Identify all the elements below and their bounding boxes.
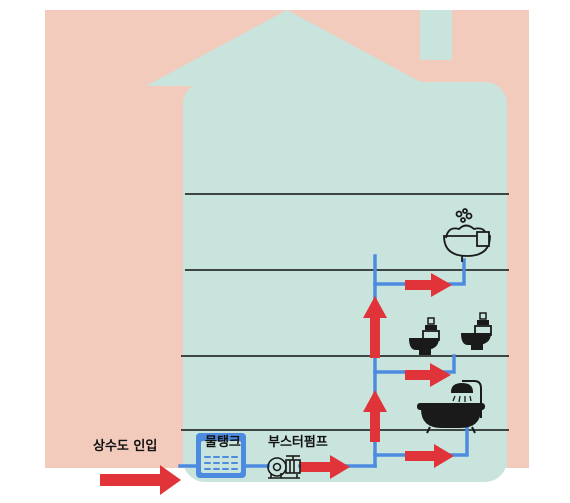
pipe-branch-2f — [373, 354, 456, 374]
water-tank-icon — [196, 433, 246, 478]
arrow-branch-1f — [405, 444, 454, 468]
toilet-icon — [409, 317, 440, 355]
label-booster-pump: 부스터펌프 — [268, 434, 328, 450]
flow-arrows — [100, 273, 454, 495]
house-body — [183, 82, 507, 482]
arrow-up-lower — [363, 390, 387, 442]
house-roof — [146, 10, 428, 86]
arrow-branch-2f — [405, 363, 451, 387]
sink-icon — [443, 208, 491, 262]
arrow-up-upper — [363, 296, 387, 358]
toilet-icon — [461, 312, 492, 350]
arrow-inlet — [100, 465, 181, 495]
label-water-tank: 물탱크 — [205, 434, 241, 450]
arrow-branch-3f — [405, 273, 452, 297]
arrow-pump-out — [300, 455, 350, 479]
house-chimney — [420, 10, 452, 60]
label-water-inlet: 상수도 인입 — [93, 438, 157, 454]
booster-pump-icon — [267, 455, 301, 479]
pipe-branch-3f — [373, 258, 466, 286]
bathtub-shower-icon — [417, 380, 485, 434]
